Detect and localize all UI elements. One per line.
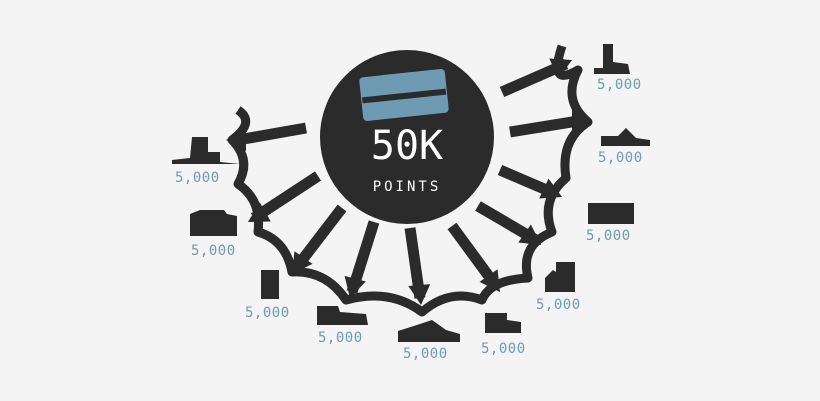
shoe-icon xyxy=(261,270,279,299)
arrow-web xyxy=(226,44,593,317)
shoe-icon xyxy=(190,210,237,236)
destination-value: 5,000 xyxy=(245,305,290,321)
points-unit: POINTS xyxy=(372,179,442,195)
destination-value: 5,000 xyxy=(598,150,643,166)
shoe-icon xyxy=(545,262,575,292)
shoe-icon xyxy=(588,203,634,224)
destination-value: 5,000 xyxy=(597,77,642,93)
shoe-icon xyxy=(172,137,240,164)
destination-value: 5,000 xyxy=(481,341,526,357)
destination-value: 5,000 xyxy=(403,346,448,362)
destination-value: 5,000 xyxy=(318,330,363,346)
destination-value: 5,000 xyxy=(175,170,220,186)
points-amount: 50K xyxy=(370,123,444,169)
shoe-icon xyxy=(601,128,650,146)
destination-value: 5,000 xyxy=(536,297,581,313)
destination-value: 5,000 xyxy=(586,228,631,244)
shoe-icon xyxy=(594,44,630,74)
credit-card-icon xyxy=(357,67,451,123)
destination-icons xyxy=(172,44,650,342)
shoe-icon xyxy=(485,313,521,333)
shoe-icon xyxy=(317,306,368,325)
destination-value: 5,000 xyxy=(191,243,236,259)
shoe-icon xyxy=(398,320,460,342)
